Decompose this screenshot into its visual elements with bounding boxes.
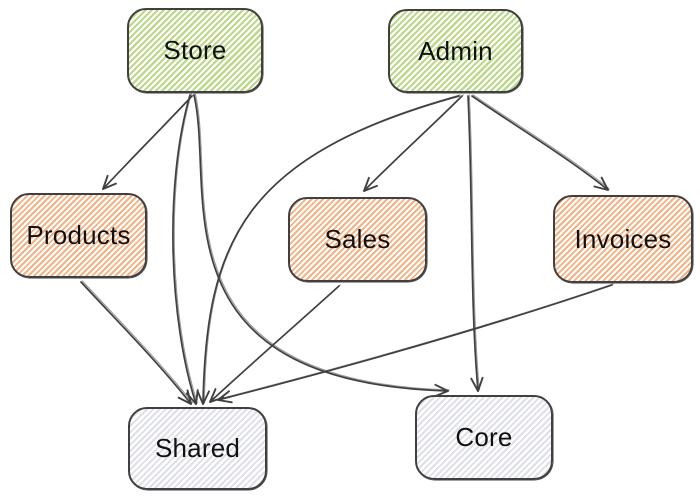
node-label-products: Products	[26, 220, 131, 250]
edge-line	[467, 95, 479, 392]
edge-invoices-shared	[217, 283, 614, 404]
arrowhead-icon	[470, 376, 484, 392]
node-sales[interactable]: Sales	[288, 197, 427, 282]
node-label-store: Store	[163, 35, 227, 65]
node-admin[interactable]: Admin	[388, 9, 523, 93]
arrowhead-icon	[434, 383, 449, 398]
arrowhead-icon	[593, 176, 609, 191]
edge-line-ghost	[203, 94, 461, 404]
edge-store-products	[102, 94, 194, 190]
edge-admin-sales	[363, 94, 464, 192]
node-label-invoices: Invoices	[574, 223, 672, 254]
arrowhead-icon	[177, 389, 192, 405]
edge-line-ghost	[81, 280, 193, 404]
edge-line	[217, 284, 613, 401]
node-label-sales: Sales	[324, 224, 391, 254]
edge-line	[193, 94, 449, 392]
edge-line-ghost	[364, 94, 464, 191]
edge-line	[471, 95, 609, 191]
edge-admin-invoices	[471, 94, 610, 191]
edge-line	[80, 281, 192, 405]
edge-line-ghost	[218, 283, 614, 400]
edge-admin-shared	[196, 94, 461, 405]
node-products[interactable]: Products	[10, 193, 147, 278]
edge-admin-core	[467, 94, 484, 392]
edge-line-ghost	[472, 94, 610, 190]
arrowhead-icon	[102, 174, 117, 190]
node-label-core: Core	[455, 422, 513, 452]
node-shared[interactable]: Shared	[128, 407, 267, 490]
arrowhead-icon	[217, 390, 233, 404]
node-label-admin: Admin	[418, 35, 493, 66]
edge-line	[172, 94, 197, 405]
edge-store-core	[193, 93, 450, 398]
arrowhead-icon	[363, 176, 378, 192]
edge-products-shared	[80, 280, 193, 405]
node-store[interactable]: Store	[127, 8, 263, 93]
node-label-shared: Shared	[154, 433, 241, 463]
edge-line-ghost	[210, 284, 341, 402]
edge-line-ghost	[468, 94, 480, 391]
edge-line-ghost	[194, 93, 450, 391]
arrowhead-icon	[196, 390, 210, 405]
edge-line-ghost	[173, 93, 198, 404]
edge-line-ghost	[103, 94, 194, 189]
node-core[interactable]: Core	[415, 395, 553, 480]
node-invoices[interactable]: Invoices	[553, 195, 693, 283]
